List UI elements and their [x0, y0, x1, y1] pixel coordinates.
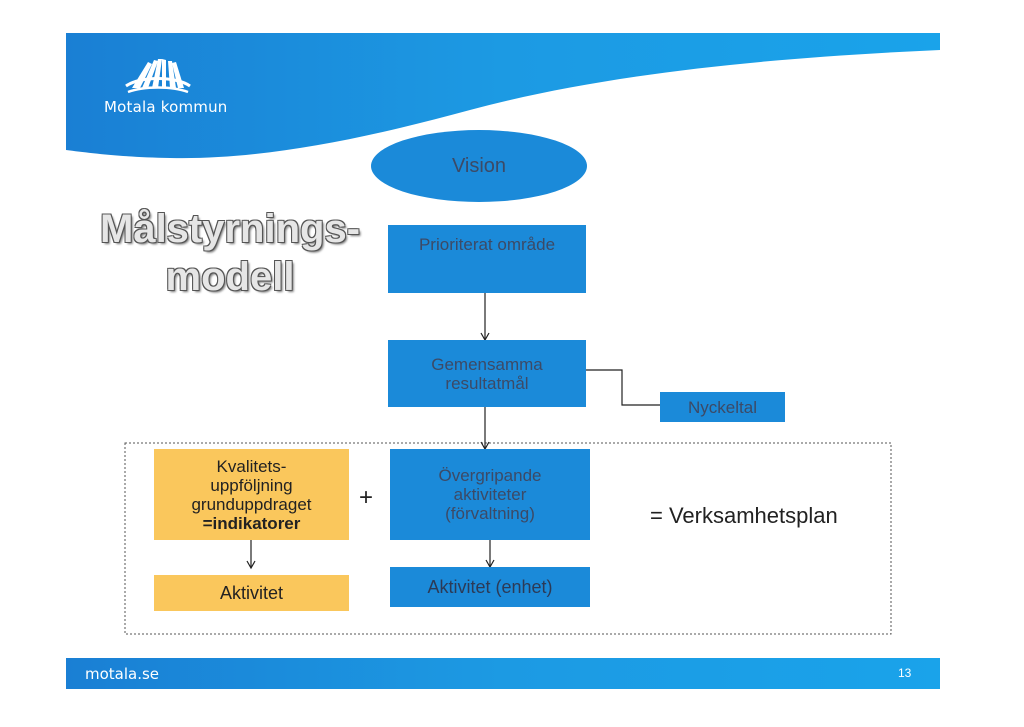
footer-site: motala.se — [85, 665, 160, 683]
logo-emblem-icon — [125, 59, 191, 94]
overgripande-node: Övergripande aktiviteter (förvaltning) — [390, 449, 590, 540]
prioriterat-node: Prioriterat område — [388, 225, 586, 293]
header-banner — [66, 33, 940, 159]
kvalitet-line-3: grunduppdraget — [191, 494, 312, 514]
page-number: 13 — [898, 666, 912, 680]
gemensamma-node: Gemensamma resultatmål — [388, 340, 586, 407]
page-title: Målstyrnings- modell — [100, 205, 360, 301]
aktivitet-left-node: Aktivitet — [154, 575, 349, 611]
kvalitet-line-4: =indikatorer — [202, 513, 301, 533]
kvalitet-line-2: uppföljning — [210, 475, 293, 495]
verksamhetsplan-frame — [124, 442, 892, 635]
logo-text: Motala kommun — [104, 98, 228, 116]
title-line-1: Målstyrnings- — [100, 207, 361, 251]
title-line-2: modell — [165, 255, 295, 299]
vision-node: Vision — [371, 130, 587, 202]
plus-sign: + — [359, 484, 374, 511]
verksamhetsplan-label: = Verksamhetsplan — [650, 503, 838, 528]
kvalitet-line-1: Kvalitets- — [216, 456, 287, 476]
nyckeltal-node: Nyckeltal — [660, 392, 785, 422]
footer-bar — [66, 658, 940, 689]
aktivitet-right-node: Aktivitet (enhet) — [390, 567, 590, 607]
kvalitet-node: Kvalitets- uppföljning grunduppdraget =i… — [154, 449, 349, 540]
